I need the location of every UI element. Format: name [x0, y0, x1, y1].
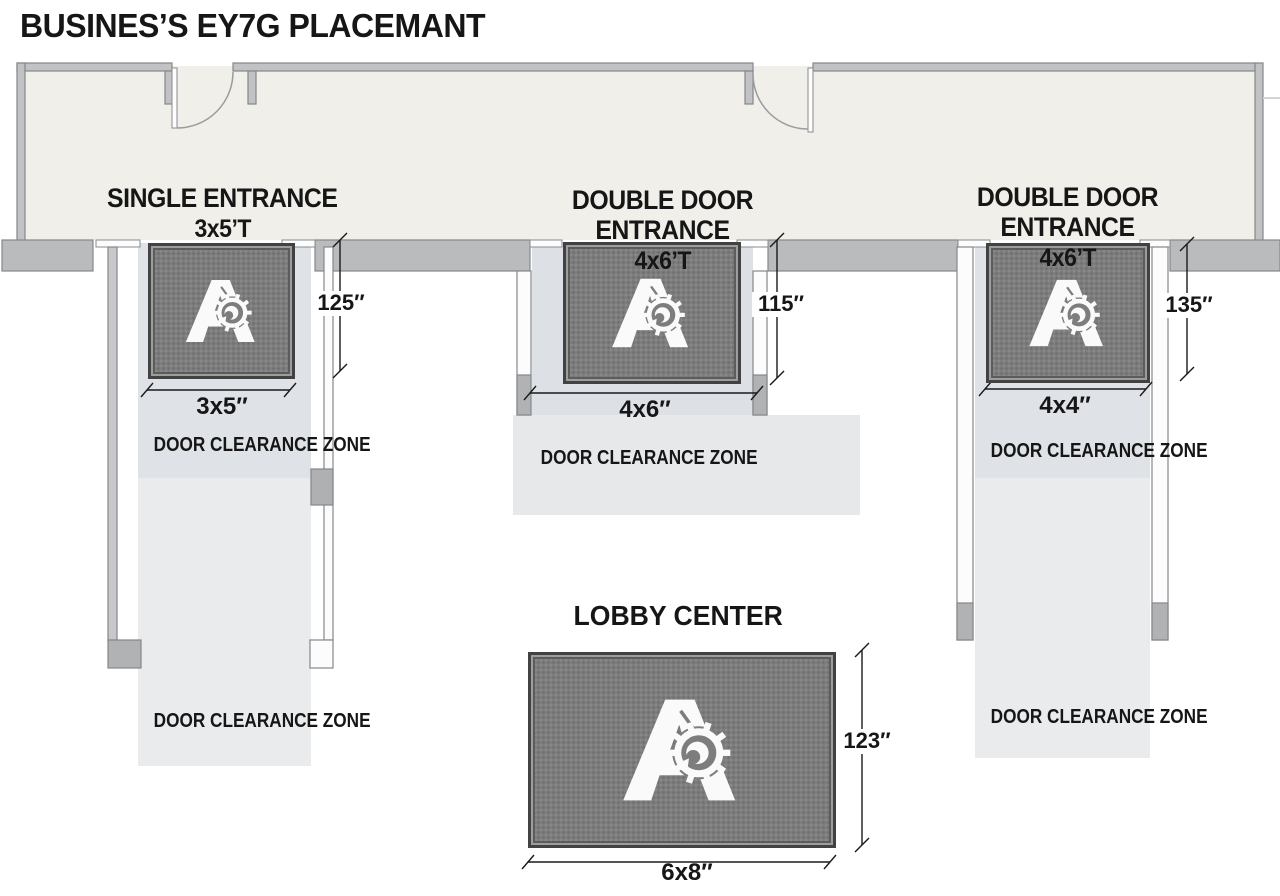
dimension-label-123: 123″ — [838, 728, 896, 754]
left-clearance-zone-lower — [138, 478, 311, 766]
clearance-zone-label: DOOR CLEARANCE ZONE — [990, 706, 1208, 728]
double-door-entrance-mat — [563, 242, 741, 384]
door-arc-2 — [752, 73, 809, 130]
a-gear-logo-icon — [179, 276, 265, 346]
page-title: BUSINES’S EY7G PLACEMANT — [20, 7, 486, 44]
door-leaf-2 — [807, 67, 814, 133]
a-gear-logo-icon — [1022, 276, 1114, 350]
lobby-floor — [24, 66, 1256, 240]
right-clearance-zone-lower — [975, 478, 1150, 758]
dimension-label-125: 125″ — [312, 290, 370, 316]
clearance-zone-label: DOOR CLEARANCE ZONE — [153, 434, 371, 456]
single-entrance-heading: SINGLE ENTRANCE 3x5’T — [107, 183, 338, 244]
door-arc-1 — [176, 71, 234, 129]
double-door-entrance-mat-2 — [986, 243, 1150, 383]
lobby-walls — [16, 62, 1264, 242]
dimension-label-6x8: 6x8″ — [661, 859, 713, 886]
door-leaf-1 — [171, 67, 178, 129]
dimension-label-4x6: 4x6″ — [619, 396, 671, 423]
dimension-label-3x5: 3x5″ — [196, 393, 248, 420]
dimension-label-135: 135″ — [1160, 292, 1218, 318]
double-door-entrance-heading-2: DOUBLE DOOR ENTRANCE 4x6’T — [976, 182, 1159, 273]
dimension-label-4x4: 4x4″ — [1039, 392, 1091, 419]
vestibule-walls — [107, 246, 1169, 669]
dimension-label-115: 115″ — [752, 291, 810, 317]
middle-clearance-zone — [513, 415, 860, 515]
clearance-zone-label: DOOR CLEARANCE ZONE — [540, 447, 758, 469]
a-gear-logo-icon — [611, 694, 753, 806]
clearance-zone-label: DOOR CLEARANCE ZONE — [153, 710, 371, 732]
bottom-wall-band — [1, 239, 1280, 272]
single-entrance-mat — [148, 243, 295, 379]
lobby-center-heading: LOBBY CENTER — [573, 600, 784, 631]
double-door-entrance-heading: DOUBLE DOOR ENTRANCE 4x6’T — [571, 185, 754, 276]
lobby-center-mat — [528, 652, 836, 848]
clearance-zone-label: DOOR CLEARANCE ZONE — [990, 440, 1208, 462]
door-swings — [171, 67, 814, 133]
a-gear-logo-icon — [604, 275, 700, 351]
